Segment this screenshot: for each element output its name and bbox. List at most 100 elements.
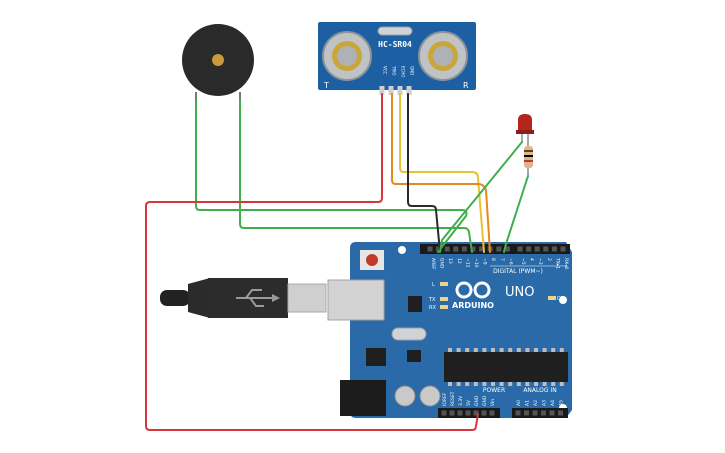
analog-pin-label: A1 (525, 400, 531, 406)
wire-resistor-to-d7[interactable] (503, 175, 529, 253)
chip-pin (551, 382, 556, 386)
buzzer-center (212, 54, 224, 66)
digital-pin-hole[interactable] (534, 246, 540, 252)
chip-pin (525, 348, 530, 352)
chip-pin (473, 348, 478, 352)
power-label: POWER (483, 387, 505, 394)
usb-symbol-icon (236, 289, 272, 307)
digital-pin-hole[interactable] (444, 246, 450, 252)
digital-pin-hole[interactable] (504, 246, 510, 252)
wire-buzzer-to-d10[interactable] (239, 99, 473, 253)
digital-pin-hole[interactable] (526, 246, 532, 252)
sensor-pin[interactable] (406, 86, 412, 95)
chip-pin (516, 348, 521, 352)
chip-pin (534, 348, 538, 352)
digital-pin-label: ~11 (464, 258, 470, 268)
digital-pin-hole[interactable] (436, 246, 442, 252)
digital-pin-label: ~5 (520, 258, 526, 265)
wire-vcc-to-5v[interactable] (145, 93, 479, 431)
power-pin-hole[interactable] (465, 410, 471, 416)
sensor-right-mark: R (463, 81, 469, 90)
digital-pin-label: AREF (430, 258, 436, 270)
dc-power-jack (340, 380, 386, 416)
usb-strain-relief (188, 278, 210, 318)
power-pin-hole[interactable] (441, 410, 447, 416)
power-pin-hole[interactable] (489, 410, 495, 416)
led-and-resistor[interactable] (516, 114, 534, 176)
power-pin-label: RESET (450, 391, 456, 406)
regulator-small (407, 350, 421, 362)
analog-pin-hole[interactable] (515, 410, 521, 416)
analog-pin-hole[interactable] (532, 410, 538, 416)
reset-button[interactable] (366, 254, 378, 266)
sensor-pin[interactable] (379, 86, 385, 95)
board-model: UNO (505, 285, 534, 300)
digital-pin-hole[interactable] (427, 246, 433, 252)
digital-pin-label: 13 (447, 258, 453, 264)
chip-pin (559, 348, 564, 352)
wire-buzzer-to-gnd[interactable] (195, 99, 468, 253)
capacitor (419, 385, 441, 407)
led-tx-indicator (440, 297, 448, 301)
digital-pin-hole[interactable] (517, 246, 523, 252)
power-pin-hole[interactable] (449, 410, 455, 416)
sensor-crystal (377, 26, 413, 36)
sensor-pin[interactable] (388, 86, 394, 95)
sensor-pin-label: TRIG (392, 65, 397, 76)
chip-pin (516, 382, 521, 386)
digital-pin-label: GND (439, 258, 445, 269)
voltage-regulator (366, 348, 386, 366)
red-led (518, 114, 532, 132)
led-rx-label: RX (429, 305, 436, 311)
chip-pin (499, 382, 504, 386)
chip-pin (456, 382, 461, 386)
usb-arrow-icon (272, 294, 280, 302)
chip-pin (448, 382, 452, 386)
analog-pin-label: A3 (542, 400, 548, 406)
digital-pin-hole[interactable] (496, 246, 502, 252)
analog-pin-hole[interactable] (549, 410, 555, 416)
led-on-indicator (548, 296, 556, 300)
power-pin-label: Vin (490, 399, 496, 406)
digital-label: DIGITAL (PWM~) (493, 268, 543, 275)
usb-cable[interactable] (160, 278, 327, 318)
power-pin-hole[interactable] (473, 410, 479, 416)
chip-pin (491, 348, 495, 352)
power-pin-label: 5V (466, 399, 472, 406)
digital-pin-hole[interactable] (479, 246, 485, 252)
analog-pin-hole[interactable] (524, 410, 529, 416)
wire-gnd-to-gnd[interactable] (407, 93, 441, 253)
power-pin-hole[interactable] (481, 410, 487, 416)
digital-pin-hole[interactable] (453, 246, 459, 252)
sensor-pin[interactable] (397, 86, 403, 95)
sensor-pin-label: VCC (383, 66, 388, 75)
digital-pin-hole[interactable] (551, 246, 557, 252)
resistor-band (524, 150, 533, 152)
board-brand: ARDUINO (452, 301, 494, 310)
usb-cable-tail (160, 290, 190, 306)
digital-header (420, 244, 570, 254)
analog-header (512, 408, 568, 418)
piezo-buzzer[interactable] (182, 24, 254, 102)
led-l-label: L (432, 282, 435, 288)
analog-pin-hole[interactable] (558, 410, 563, 416)
resistor-band (524, 155, 533, 157)
digital-pin-hole[interactable] (543, 246, 549, 252)
wire-led-to-gnd[interactable] (439, 141, 523, 253)
digital-pin-hole[interactable] (470, 246, 476, 252)
digital-pin-label: ~3 (537, 258, 543, 265)
digital-pin-hole[interactable] (461, 246, 467, 252)
power-pin-hole[interactable] (457, 410, 463, 416)
wire-echo-to-d8[interactable] (399, 93, 485, 253)
analog-pin-hole[interactable] (541, 410, 546, 416)
wires (145, 93, 529, 431)
led-rim (516, 130, 534, 134)
digital-pin-hole[interactable] (560, 246, 566, 252)
usb-metal-plug (287, 283, 327, 313)
led-tx-label: TX (428, 297, 436, 303)
chip-pin (499, 348, 504, 352)
